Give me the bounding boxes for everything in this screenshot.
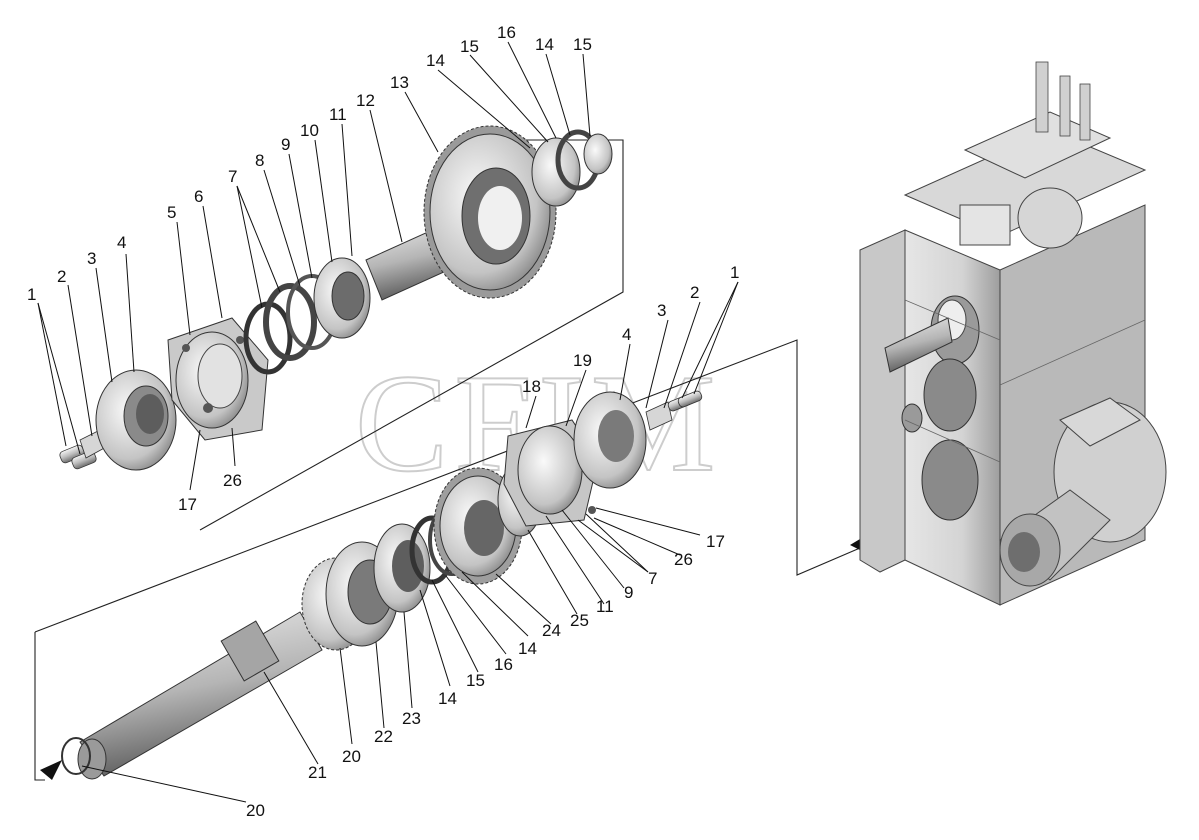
callout-label: 20 — [342, 747, 361, 766]
callout-label: 7 — [648, 569, 657, 588]
upper-shaft-assembly — [59, 125, 613, 471]
callout-label: 14 — [535, 35, 554, 54]
callout-label: 22 — [374, 727, 393, 746]
callout-label: 19 — [573, 351, 592, 370]
callout-label: 11 — [329, 105, 347, 124]
bearing-housing — [167, 317, 269, 441]
callout-label: 1 — [27, 285, 36, 304]
callout-label: 3 — [87, 249, 96, 268]
gearbox-housing — [859, 61, 1167, 606]
assembly-frames — [34, 139, 875, 781]
callout-label: 5 — [167, 203, 176, 222]
main-shaft — [79, 611, 323, 777]
callout-label: 16 — [494, 655, 513, 674]
callout-labels: 1 2 3 4 5 6 7 8 9 10 11 12 13 14 15 16 1… — [27, 23, 739, 820]
end-bearings — [531, 129, 613, 207]
callout-label: 3 — [657, 301, 666, 320]
callout-label: 14 — [438, 689, 457, 708]
callout-label: 26 — [223, 471, 242, 490]
snap-ring — [61, 737, 91, 775]
callout-label: 4 — [622, 325, 631, 344]
callout-label: 23 — [402, 709, 421, 728]
callout-label: 15 — [573, 35, 592, 54]
ball-bearing — [313, 257, 371, 339]
callout-label: 2 — [57, 267, 66, 286]
callout-label: 13 — [390, 73, 409, 92]
driven-gear — [423, 125, 557, 299]
bearing-cover-lower — [573, 391, 647, 489]
callout-label: 1 — [730, 263, 739, 282]
callout-label: 26 — [674, 550, 693, 569]
spline-section — [220, 620, 280, 682]
lock-plate — [645, 401, 673, 431]
callout-label: 11 — [596, 597, 614, 616]
leader-lines — [37, 41, 739, 803]
callout-label: 8 — [255, 151, 264, 170]
callout-label: 9 — [281, 135, 290, 154]
callout-label: 9 — [624, 583, 633, 602]
callout-label: 6 — [194, 187, 203, 206]
callout-label: 17 — [178, 495, 197, 514]
callout-label: 25 — [570, 611, 589, 630]
bearing — [373, 523, 431, 613]
lower-shaft-assembly — [61, 390, 703, 780]
bolt — [677, 390, 703, 408]
callout-label: 18 — [522, 377, 541, 396]
callout-label: 14 — [518, 639, 537, 658]
bearing-cover — [95, 369, 177, 471]
callout-label: 20 — [246, 801, 265, 820]
callout-label: 17 — [706, 532, 725, 551]
callout-label: 15 — [460, 37, 479, 56]
callout-label: 16 — [497, 23, 516, 42]
callout-label: 10 — [300, 121, 319, 140]
callout-label: 21 — [308, 763, 327, 782]
callout-label: 15 — [466, 671, 485, 690]
callout-label: 12 — [356, 91, 375, 110]
callout-label: 2 — [690, 283, 699, 302]
callout-label: 4 — [117, 233, 126, 252]
callout-label: 7 — [228, 167, 237, 186]
callout-label: 24 — [542, 621, 561, 640]
callout-label: 14 — [426, 51, 445, 70]
